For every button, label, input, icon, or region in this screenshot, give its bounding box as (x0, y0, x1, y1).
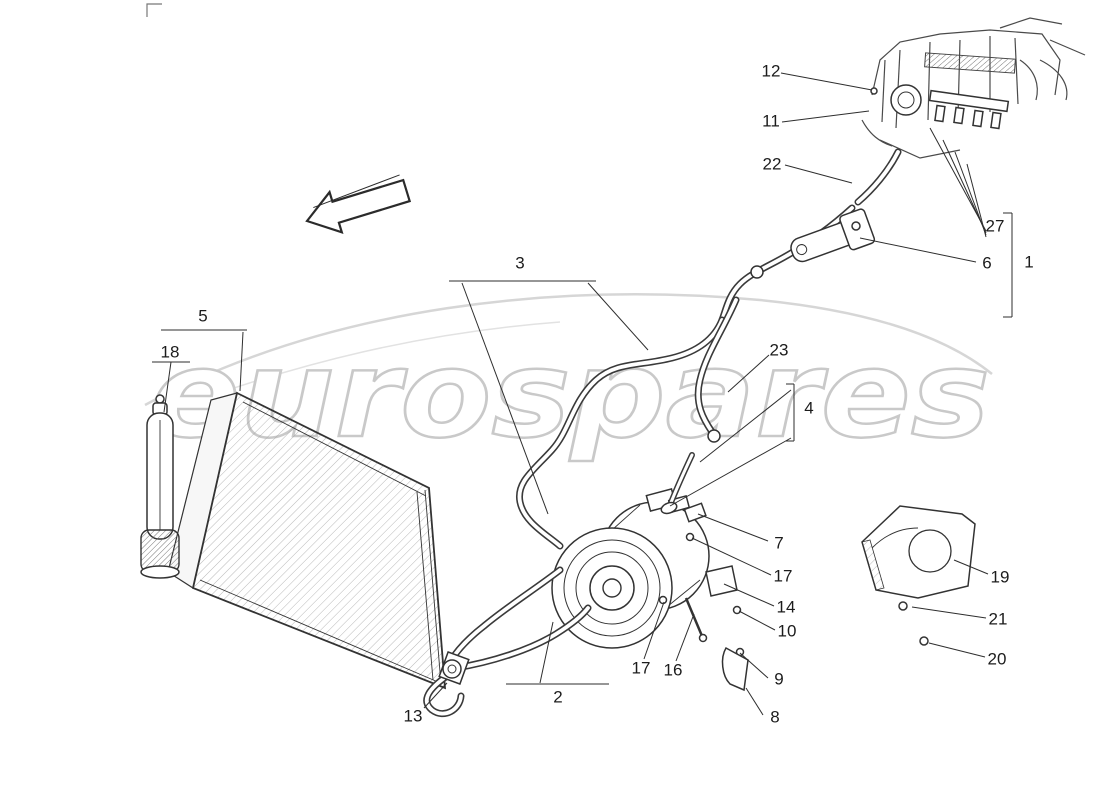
cover-plate (861, 505, 976, 646)
mounting-hardware (438, 87, 878, 692)
part-label-20[interactable]: 20 (987, 649, 1007, 669)
part-label-8[interactable]: 8 (770, 707, 780, 727)
part-label-27[interactable]: 27 (985, 216, 1005, 236)
block-7 (683, 502, 707, 523)
plate-14 (705, 565, 738, 597)
part-label-2[interactable]: 2 (553, 687, 563, 707)
part-label-12[interactable]: 12 (761, 61, 781, 81)
bracket-8 (721, 646, 749, 692)
engine-sketch (861, 17, 1086, 159)
valve-assembly (790, 208, 876, 263)
part-label-6[interactable]: 6 (982, 253, 992, 273)
direction-arrow-icon (305, 174, 412, 235)
condenser-core (191, 391, 447, 690)
leader-lines (152, 72, 1013, 716)
bolt-21 (898, 601, 908, 611)
watermark-text: eurospares (150, 326, 990, 465)
part-label-1[interactable]: 1 (1024, 252, 1034, 272)
bolt-17a (685, 532, 695, 542)
condenser (167, 391, 447, 690)
watermark: eurospares (144, 293, 993, 466)
part-label-11[interactable]: 11 (762, 111, 780, 131)
part-label-23[interactable]: 23 (769, 340, 789, 360)
part-label-19[interactable]: 19 (990, 567, 1010, 587)
watermark-swoosh (144, 293, 993, 407)
part-label-9[interactable]: 9 (774, 669, 784, 689)
refrigerant-lines (423, 148, 902, 718)
part-label-18[interactable]: 18 (160, 342, 180, 362)
watermark-swoosh-2 (149, 321, 561, 419)
part-label-13[interactable]: 13 (403, 706, 423, 726)
part-label-17a[interactable]: 17 (773, 566, 793, 586)
bolt-20 (919, 636, 929, 646)
part-label-10[interactable]: 10 (777, 621, 797, 641)
stud-16 (684, 597, 704, 637)
clamp-bolt (851, 221, 861, 231)
bolt-12 (870, 87, 878, 95)
part-label-17b[interactable]: 17 (631, 658, 651, 678)
part-label-4[interactable]: 4 (804, 398, 814, 418)
part-label-16[interactable]: 16 (663, 660, 683, 680)
part-label-22[interactable]: 22 (762, 154, 782, 174)
part-label-14[interactable]: 14 (776, 597, 796, 617)
receiver-drier (140, 394, 180, 579)
bolt-10 (732, 605, 742, 615)
bolt-17b (658, 595, 668, 605)
part-label-7[interactable]: 7 (774, 533, 784, 553)
crop-mark (146, 3, 162, 17)
throttle-body (890, 84, 922, 116)
part-label-3[interactable]: 3 (515, 253, 525, 273)
part-label-5[interactable]: 5 (198, 306, 208, 326)
part-label-21[interactable]: 21 (988, 609, 1008, 629)
